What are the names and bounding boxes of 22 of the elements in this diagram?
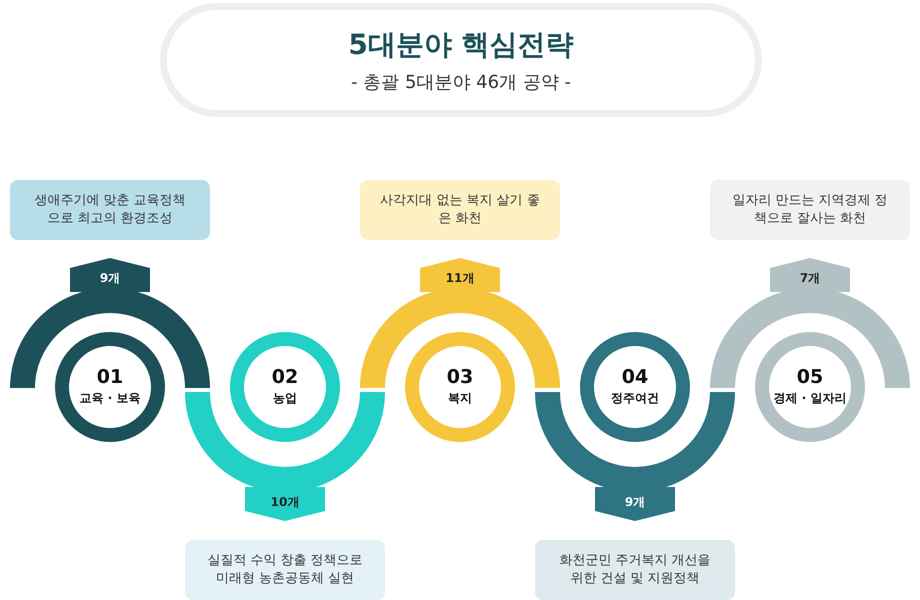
step-label: 정주여건 [611, 390, 659, 408]
step-number: 03 [446, 366, 474, 388]
title-text: 5대분야 핵심전략 [348, 27, 574, 63]
step-label: 농업 [273, 390, 297, 408]
step-number: 05 [796, 366, 824, 388]
step-label: 복지 [448, 390, 472, 408]
subtitle-text: - 총괄 5대분야 46개 공약 - [351, 71, 571, 94]
count-tag: 11개 [420, 258, 500, 292]
description-box: 일자리 만드는 지역경제 정책으로 잘사는 화천 [710, 180, 910, 240]
description-box: 화천군민 주거복지 개선을 위한 건설 및 지원정책 [535, 540, 735, 600]
step-number: 01 [96, 366, 124, 388]
count-tag: 9개 [70, 258, 150, 292]
count-tag: 10개 [245, 487, 325, 521]
step-number: 04 [622, 366, 648, 388]
description-box: 생애주기에 맞춘 교육정책으로 최고의 환경조성 [10, 180, 210, 240]
description-box: 사각지대 없는 복지 살기 좋은 화천 [360, 180, 560, 240]
count-tag: 9개 [595, 487, 675, 521]
count-tag: 7개 [770, 258, 850, 292]
step-number: 02 [272, 366, 298, 388]
description-box: 실질적 수익 창출 정책으로 미래형 농촌공동체 실현 [185, 540, 385, 600]
step-label: 교육 · 보육 [80, 390, 140, 408]
step-label: 경제 · 일자리 [774, 390, 846, 408]
